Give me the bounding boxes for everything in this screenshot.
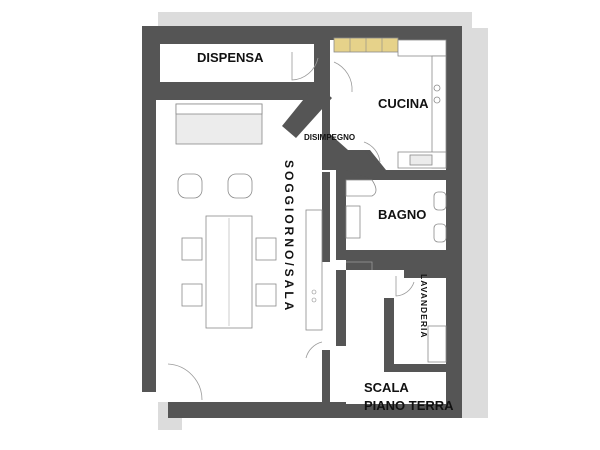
wall-disimpegno-left [282, 84, 332, 138]
bathroom-floor [346, 180, 446, 250]
armchair [177, 173, 203, 199]
wall-laundry-bottom [384, 364, 462, 372]
room-label-scala: SCALA [364, 380, 409, 395]
washbasin [345, 205, 361, 239]
room-label-dispensa: DISPENSA [197, 50, 264, 65]
dining-chair [255, 283, 277, 307]
stove-burner [433, 96, 441, 104]
kitchen-floor [330, 40, 446, 170]
room-label-bagno: BAGNO [378, 207, 426, 222]
cabinet-knob [311, 297, 317, 303]
bidet [433, 223, 447, 243]
sofa-back [175, 103, 263, 115]
wall-dispensa-bottom [142, 82, 292, 100]
kitchen-counter-right [431, 55, 447, 169]
toilet [433, 191, 447, 211]
door-kitchen [333, 61, 353, 93]
room-label-soggiorno: SOGGIORNO/SALA [282, 160, 296, 313]
wall-kitchen-left [314, 26, 330, 52]
wall-corridor-left [322, 172, 330, 262]
wall-stair-left [336, 270, 346, 346]
wall-bath-top [386, 170, 462, 180]
stair-floor [346, 270, 446, 404]
kitchen-sink [409, 154, 433, 166]
door-corridor-bath [346, 261, 373, 270]
dispensa-floor [160, 44, 314, 82]
wall-bath-right [446, 180, 462, 250]
wall-laundry-top [404, 270, 462, 278]
armchair [227, 173, 253, 199]
shower [345, 179, 377, 197]
room-label-lavanderia: LAVANDERIA [419, 274, 429, 338]
room-label-piano-terra: PIANO TERRA [364, 398, 454, 413]
dining-chair [181, 283, 203, 307]
door-laundry [395, 276, 415, 297]
stove-burner [433, 84, 441, 92]
washing-machine [427, 325, 447, 363]
wall-laundry-left [384, 298, 394, 372]
room-label-cucina: CUCINA [378, 96, 429, 111]
cabinet-knob [311, 289, 317, 295]
dining-chair [255, 237, 277, 261]
wall-bath-bottom [336, 250, 462, 260]
room-label-disimpegno: DISIMPEGNO [304, 133, 355, 142]
wall-bath-left [336, 170, 346, 254]
door-bathroom [363, 141, 381, 163]
wall-disimpegno-right [346, 150, 392, 180]
dining-chair [181, 237, 203, 261]
door-entrance [167, 363, 203, 401]
door-stair [305, 341, 323, 359]
tv-cabinet [305, 209, 323, 331]
wall-corridor-left-low [322, 350, 330, 418]
door-dispensa [291, 52, 319, 81]
kitchen-counter-top [397, 39, 447, 57]
